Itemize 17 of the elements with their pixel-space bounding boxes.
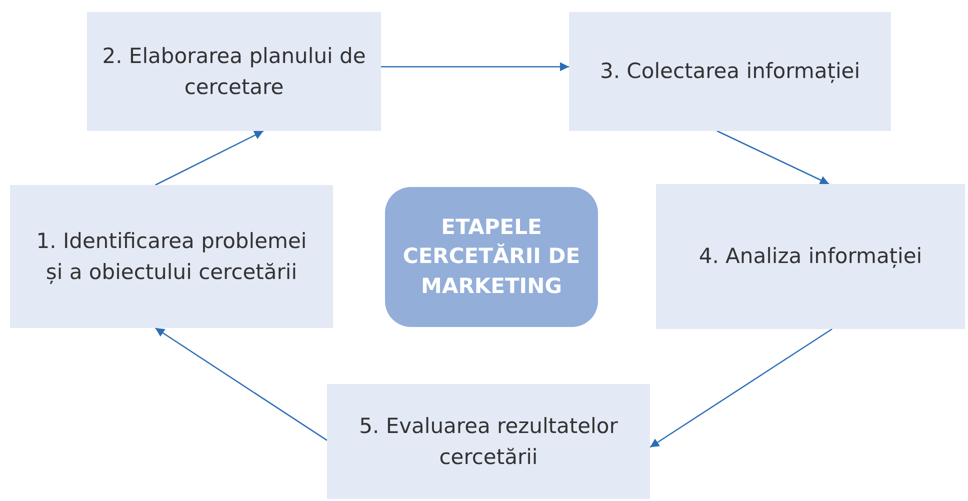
arrow — [155, 327, 328, 441]
process-box — [10, 185, 333, 328]
arrow — [155, 130, 264, 186]
step-label: 2. Elaborarea planului de cercetare — [101, 43, 367, 100]
process-box — [569, 12, 891, 131]
step-label: 5. Evaluarea rezultatelor cercetării — [358, 413, 619, 470]
process-box — [656, 184, 965, 329]
step-label: 3. Colectarea informației — [598, 58, 862, 86]
step-label: 1. Identificarea problemei și a obiectului cercetării — [35, 228, 308, 286]
title-text: ETAPELE CERCETĂRII DE MARKETING — [402, 214, 582, 300]
step-label: 4. Analiza informației — [698, 243, 924, 270]
process-box — [327, 384, 650, 499]
process-box — [87, 12, 381, 131]
arrow — [716, 130, 830, 185]
arrow — [650, 328, 832, 448]
title-box — [385, 187, 598, 327]
arrow — [381, 62, 569, 72]
